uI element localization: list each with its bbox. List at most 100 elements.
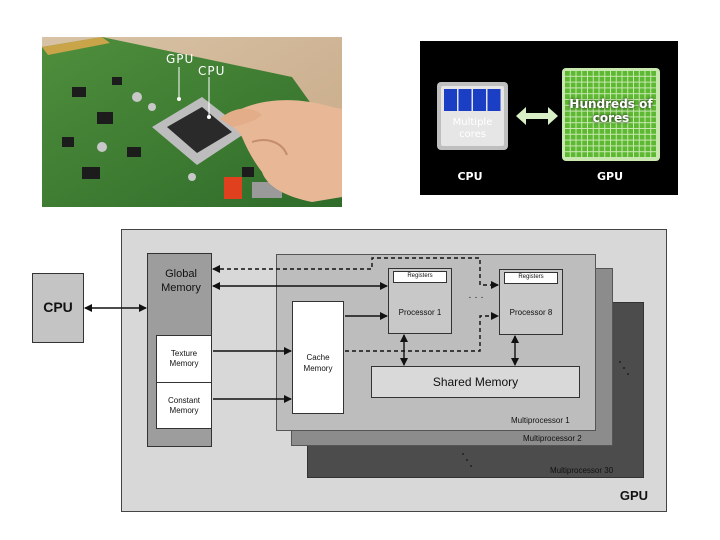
- gpu-core-cell: [639, 152, 645, 157]
- gpu-core-cell: [651, 140, 656, 146]
- gpu-core-cell: [570, 111, 576, 117]
- gpu-core-cell: [622, 134, 628, 140]
- gpu-core-cell: [616, 146, 622, 152]
- gpu-core-cell: [593, 146, 599, 152]
- gpu-core-cell: [570, 76, 576, 82]
- cpu-core-block: [444, 89, 457, 111]
- gpu-core-cell: [616, 117, 622, 123]
- gpu-core-cell: [576, 140, 582, 146]
- gpu-core-cell: [616, 82, 622, 88]
- gpu-core-cell: [628, 88, 633, 94]
- gpu-core-cell: [570, 140, 576, 146]
- gpu-core-cell: [570, 71, 576, 76]
- gpu-core-cell: [634, 82, 639, 88]
- gpu-core-cell: [611, 105, 616, 111]
- cpu-core-block: [458, 89, 472, 111]
- gpu-core-cell: [582, 76, 587, 82]
- gpu-core-caption: Hundreds of cores: [569, 97, 653, 125]
- gpu-core-cell: [616, 71, 622, 76]
- gpu-core-cell: [628, 140, 633, 146]
- gpu-core-cell: [565, 152, 570, 157]
- constant-memory-label: Constant Memory: [167, 396, 201, 415]
- gpu-core-cell: [616, 129, 622, 134]
- gpu-core-cell: [622, 117, 628, 123]
- gpu-core-cell: [622, 71, 628, 76]
- gpu-core-cell: [570, 105, 576, 111]
- gpu-core-cell: [582, 117, 587, 123]
- gpu-core-cell: [565, 117, 570, 123]
- stack-dots: [462, 361, 629, 467]
- gpu-core-cell: [593, 129, 599, 134]
- gpu-core-cell: [616, 76, 622, 82]
- cpu-core-grid: [444, 89, 501, 111]
- gpu-core-cell: [645, 88, 651, 94]
- shared-memory-label: Shared Memory: [432, 375, 519, 389]
- gpu-core-cell: [593, 82, 599, 88]
- gpu-core-cell: [582, 94, 587, 99]
- gpu-core-cell: [639, 123, 645, 128]
- gpu-core-cell: [639, 129, 645, 134]
- gpu-core-cell: [576, 146, 582, 152]
- registers-8-box: [504, 272, 558, 284]
- gpu-core-cell: [616, 123, 622, 128]
- constant-memory-box: [156, 382, 212, 429]
- gpu-core-cell: [651, 76, 656, 82]
- gpu-core-cell: [651, 111, 656, 117]
- gpu-core-cell: [628, 146, 633, 152]
- gpu-core-cell: [565, 123, 570, 128]
- gpu-core-cell: [611, 134, 616, 140]
- registers-8-label: Registers: [518, 274, 544, 280]
- gpu-core-cell: [605, 134, 610, 140]
- gpu-core-cell: [645, 140, 651, 146]
- gpu-core-grid: [565, 71, 656, 157]
- gpu-core-cell: [645, 82, 651, 88]
- processor-ellipsis: · · ·: [468, 292, 484, 303]
- gpu-core-cell: [565, 76, 570, 82]
- gpu-core-cell: [570, 134, 576, 140]
- photo-label-gpu: GPU: [166, 52, 195, 66]
- gpu-core-cell: [605, 152, 610, 157]
- gpu-core-cell: [599, 152, 605, 157]
- gpu-core-cell: [628, 111, 633, 117]
- gpu-core-cell: [570, 152, 576, 157]
- gpu-core-cell: [645, 134, 651, 140]
- gpu-core-cell: [582, 105, 587, 111]
- gpu-core-cell: [570, 88, 576, 94]
- gpu-core-cell: [645, 123, 651, 128]
- processor-1-label: Processor 1: [398, 308, 442, 317]
- gpu-core-cell: [588, 117, 593, 123]
- gpu-core-cell: [565, 100, 570, 105]
- gpu-core-cell: [582, 82, 587, 88]
- gpu-core-cell: [605, 146, 610, 152]
- gpu-core-cell: [565, 88, 570, 94]
- gpu-core-cell: [599, 82, 605, 88]
- gpu-core-cell: [588, 88, 593, 94]
- gpu-core-cell: [645, 117, 651, 123]
- gpu-core-cell: [576, 71, 582, 76]
- gpu-core-cell: [645, 76, 651, 82]
- gpu-core-cell: [605, 76, 610, 82]
- gpu-core-cell: [565, 140, 570, 146]
- gpu-core-cell: [634, 152, 639, 157]
- gpu-core-cell: [565, 111, 570, 117]
- gpu-core-cell: [651, 123, 656, 128]
- gpu-core-cell: [599, 129, 605, 134]
- gpu-core-cell: [576, 123, 582, 128]
- gpu-core-cell: [605, 71, 610, 76]
- gpu-core-cell: [593, 134, 599, 140]
- gpu-core-cell: [593, 123, 599, 128]
- gpu-core-cell: [588, 105, 593, 111]
- multiprocessor-1-label: Multiprocessor 1: [511, 416, 570, 425]
- gpu-core-cell: [634, 111, 639, 117]
- gpu-core-cell: [622, 129, 628, 134]
- gpu-core-cell: [565, 134, 570, 140]
- gpu-core-cell: [651, 146, 656, 152]
- gpu-core-cell: [628, 82, 633, 88]
- gpu-core-cell: [570, 146, 576, 152]
- gpu-core-cell: [593, 105, 599, 111]
- gpu-core-cell: [611, 140, 616, 146]
- gpu-core-cell: [599, 88, 605, 94]
- gpu-core-cell: [622, 88, 628, 94]
- gpu-core-cell: [611, 100, 616, 105]
- gpu-core-cell: [639, 146, 645, 152]
